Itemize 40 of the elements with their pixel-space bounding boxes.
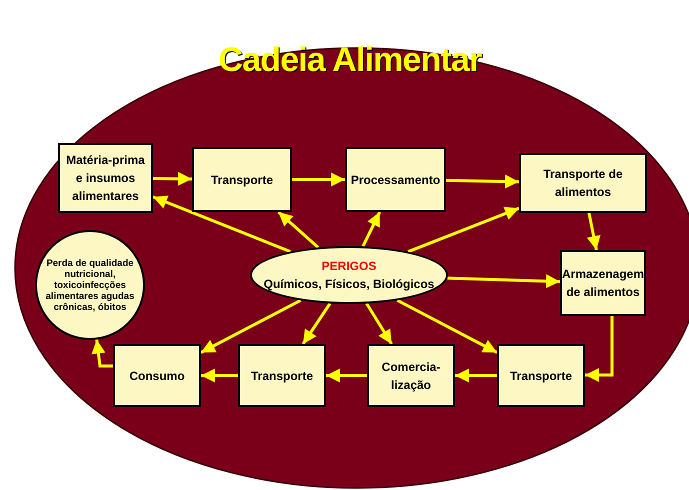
arrow [586,212,601,250]
node-label: Comercia- lização [380,358,442,394]
arrow [365,302,393,345]
arrow [152,172,192,186]
arrow [447,274,560,288]
hazard-heading: PERIGOS [322,258,376,275]
arrow [152,196,291,253]
node-label: Transporte [250,368,313,384]
arrow [585,316,614,382]
arrow [446,174,520,189]
node-label: Transporte [210,172,273,188]
node-label: Transporte [510,368,572,384]
diagram-title: Cadeia Alimentar [218,40,483,80]
arrow [396,298,498,354]
process-box [560,250,646,316]
process-box [113,344,201,407]
arrow [302,302,332,345]
node-label: Matéria-prima e insumos alimentares [65,152,146,205]
process-box [58,143,153,213]
arrow [326,368,367,382]
arrow [277,210,320,249]
process-box [192,147,292,212]
arrow [455,368,497,382]
process-box [238,344,326,407]
arrow [201,368,238,382]
node-label: Perda de qualidade nutricional, toxicoinfecções alimentares agudas crônicas, óbitos [45,258,135,312]
process-box [367,344,455,407]
arrow [362,211,382,247]
node-label: Processamento [350,172,440,188]
arrow [92,339,113,368]
node-label: Químicos, Físicos, Biológicos [264,276,434,293]
node-label: Consumo [129,368,185,384]
process-box [519,153,647,213]
arrow [408,206,520,254]
arrow [200,298,302,354]
node-label: Armazenagem de alimentos [562,266,644,301]
process-box [497,344,585,407]
node-label: Transporte de alimentos [542,166,624,201]
arrow [292,172,345,186]
process-box [345,147,446,212]
